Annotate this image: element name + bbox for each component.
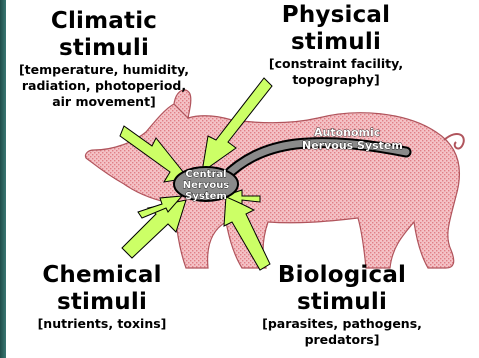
physical-heading-1: Physical [250,2,422,29]
physical-detail-2: topography] [250,72,422,88]
chemical-heading-1: Chemical [14,262,190,289]
cns-label-2: Nervous [183,180,230,191]
physical-stimuli-label: Physical stimuli [constraint facility, t… [250,2,422,88]
cns-label-1: Central [185,169,226,180]
physical-detail-1: [constraint facility, [250,56,422,72]
climatic-heading-2: stimuli [6,35,202,62]
biological-detail-1: [parasites, pathogens, [252,316,432,332]
climatic-heading-1: Climatic [6,8,202,35]
climatic-stimuli-label: Climatic stimuli [temperature, humidity,… [6,8,202,110]
chemical-heading-2: stimuli [14,289,190,316]
biological-heading-2: stimuli [252,289,432,316]
chemical-stimuli-label: Chemical stimuli [nutrients, toxins] [14,262,190,332]
biological-stimuli-label: Biological stimuli [parasites, pathogens… [252,262,432,348]
climatic-detail-2: radiation, photoperiod, [6,78,202,94]
autonomic-label-2: Nervous System [302,139,403,152]
diagram-panel: Autonomic Nervous System Central Nervous… [6,0,479,358]
cns-label-3: System [185,191,227,202]
climatic-detail-3: air movement] [6,94,202,110]
climatic-detail-1: [temperature, humidity, [6,62,202,78]
autonomic-label-1: Autonomic [314,126,380,139]
biological-heading-1: Biological [252,262,432,289]
chemical-detail-1: [nutrients, toxins] [14,316,190,332]
physical-heading-2: stimuli [250,29,422,56]
biological-detail-2: predators] [252,332,432,348]
